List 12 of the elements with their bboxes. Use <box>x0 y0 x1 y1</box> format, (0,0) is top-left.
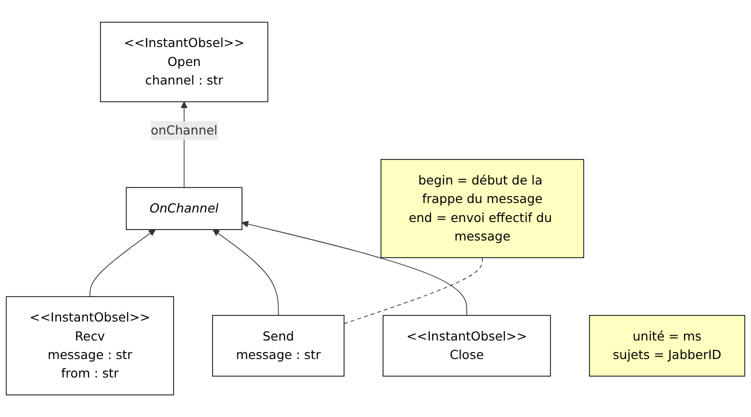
connector <box>344 257 483 324</box>
node-box: <<InstantObsel>> Recv message : str from : str <box>6 296 174 396</box>
edge-label: onChannel <box>150 122 218 138</box>
arrow <box>242 220 468 316</box>
node-box: Send message : str <box>212 314 344 376</box>
node-box: begin = début de la frappe du message end = envoi effectif du message <box>380 159 584 258</box>
arrow <box>212 229 279 316</box>
node-box: OnChannel <box>126 187 242 230</box>
node-box: <<InstantObsel>> Close <box>382 314 551 376</box>
arrow <box>90 229 156 297</box>
node-box: <<InstantObsel>> Open channel : str <box>100 22 268 102</box>
node-box: unité = ms sujets = JabberID <box>589 314 746 376</box>
